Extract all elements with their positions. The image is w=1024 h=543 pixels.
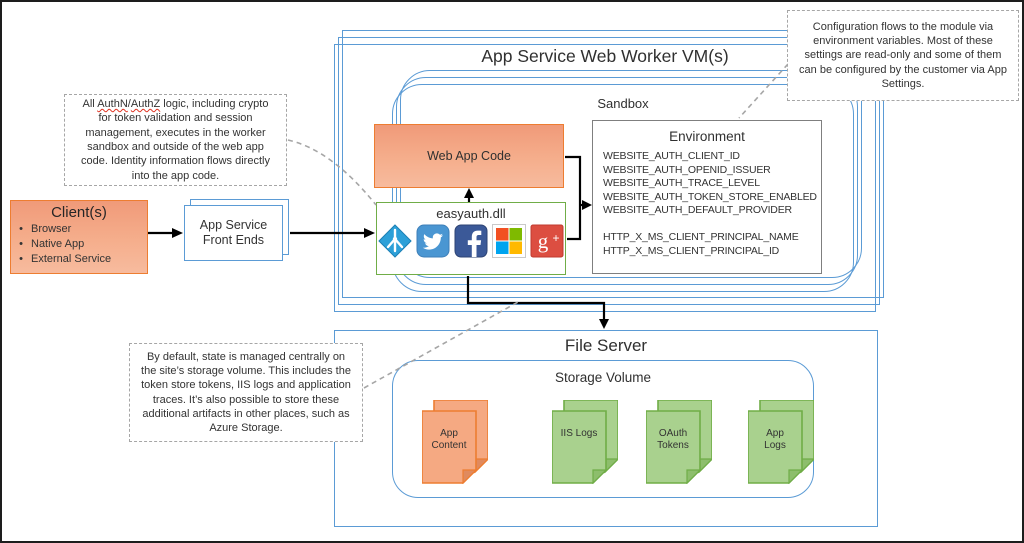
environment-variable: WEBSITE_AUTH_TRACE_LEVEL [603,177,760,190]
google-plus-icon: g + [530,224,564,258]
front-ends-label-line1: App Service [199,218,268,232]
client-item: • External Service [11,252,147,267]
easyauth-box: easyauth.dll g + [376,202,566,275]
front-ends-box: App Service Front Ends [184,205,283,261]
storage-volume-label: Storage Volume [554,370,652,385]
authn-callout: All AuthN/AuthZ logic, including crypto … [64,94,287,186]
storage-doc-stack: IIS Logs [552,400,618,484]
state-callout: By default, state is managed centrally o… [129,343,363,442]
authn-callout-segment: AuthZ [130,98,161,111]
azure-ad-icon [378,224,412,258]
environment-variable: HTTP_X_MS_CLIENT_PRINCIPAL_ID [603,244,780,257]
file-server-title: File Server [564,336,648,355]
state-callout-text: By default, state is managed centrally o… [141,350,351,435]
twitter-icon [416,224,450,258]
easyauth-icon-row: g + [377,224,565,258]
bullet-icon: • [19,253,23,265]
client-item: • Native App [11,237,147,252]
document-stack-icon [748,400,814,484]
document-stack-icon [422,400,488,484]
environment-variable: WEBSITE_AUTH_DEFAULT_PROVIDER [603,204,792,217]
environment-variable: WEBSITE_AUTH_TOKEN_STORE_ENABLED [603,190,817,203]
web-app-code-box: Web App Code [374,124,564,188]
web-app-code-label: Web App Code [427,149,511,163]
authn-callout-text: All AuthN/AuthZ logic, including crypto … [75,97,276,183]
client-item-label: Native App [31,238,85,250]
clients-title: Client(s) [51,204,107,221]
client-item-label: Browser [31,223,72,235]
clients-list: • Browser • Native App • External Service [11,222,147,267]
environment-variable: WEBSITE_AUTH_OPENID_ISSUER [603,163,771,176]
authn-callout-segment: AuthN [97,98,128,111]
clients-box: Client(s) • Browser • Native App • External S… [10,200,148,274]
config-callout-text: Configuration flows to the module via en… [799,20,1007,90]
facebook-icon [454,224,488,258]
sandbox-label: Sandbox [597,96,649,111]
client-item: • Browser [11,222,147,237]
environment-variable: HTTP_X_MS_CLIENT_PRINCIPAL_NAME [603,230,799,243]
bullet-icon: • [19,223,23,235]
front-ends-label-line2: Front Ends [202,233,265,247]
vm-box-title: App Service Web Worker VM(s) [481,46,729,66]
authn-callout-segment: / [127,98,131,111]
easyauth-label: easyauth.dll [436,206,506,221]
storage-doc-label: IIS Logs [560,428,598,439]
microsoft-icon [492,224,526,258]
authn-callout-segment: logic, including crypto for token valida… [81,98,270,182]
sandbox-front [392,84,854,292]
bullet-icon: • [19,238,23,250]
svg-text:+: + [552,231,559,245]
environment-title: Environment [669,129,745,144]
authn-callout-segment: All [82,98,98,111]
config-callout: Configuration flows to the module via en… [787,10,1019,101]
document-stack-icon [646,400,712,484]
environment-variable: WEBSITE_AUTH_CLIENT_ID [603,150,740,162]
document-stack-icon [552,400,618,484]
client-item-label: External Service [31,253,112,265]
svg-text:g: g [538,229,549,253]
